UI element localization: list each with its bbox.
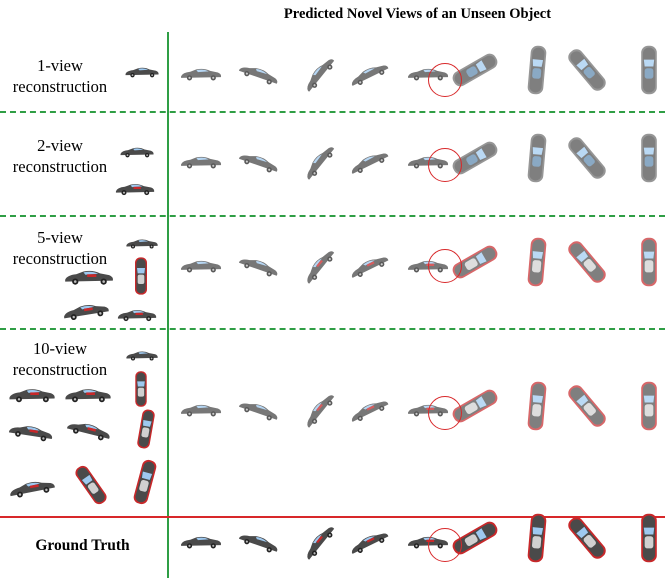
car-view-thumbnail <box>4 416 57 448</box>
car-view-thumbnail <box>447 239 503 284</box>
car-view-thumbnail <box>118 144 156 160</box>
car-view-thumbnail <box>295 517 343 568</box>
car-view-thumbnail <box>447 383 503 428</box>
car-view-thumbnail <box>124 236 160 251</box>
car-view-thumbnail <box>447 47 503 92</box>
row-divider <box>0 215 665 217</box>
highlight-circle <box>428 396 462 430</box>
car-view-thumbnail <box>60 266 118 288</box>
car-view-thumbnail <box>59 296 114 325</box>
car-view-thumbnail <box>638 380 660 432</box>
car-view-thumbnail <box>133 407 160 452</box>
car-view-thumbnail <box>638 44 660 96</box>
car-view-thumbnail <box>343 389 395 430</box>
car-view-thumbnail <box>233 55 284 93</box>
car-view-thumbnail <box>178 530 224 554</box>
car-view-thumbnail <box>638 236 660 288</box>
highlight-circle <box>428 63 462 97</box>
car-view-thumbnail <box>124 348 160 363</box>
row-label-10view: 10-view reconstruction <box>0 338 120 380</box>
row-label-text: 10-view reconstruction <box>12 339 108 379</box>
car-view-thumbnail <box>295 137 343 188</box>
car-view-thumbnail <box>562 43 612 97</box>
car-view-thumbnail <box>295 385 343 436</box>
row-label-text: 2-view reconstruction <box>12 136 108 176</box>
car-view-thumbnail <box>562 131 612 185</box>
highlight-circle <box>428 249 462 283</box>
ground-truth-label: Ground Truth <box>35 537 130 554</box>
car-view-thumbnail <box>447 515 503 560</box>
car-view-thumbnail <box>233 523 284 561</box>
car-view-thumbnail <box>115 306 159 324</box>
row-label-text: 5-view reconstruction <box>12 228 108 268</box>
car-view-thumbnail <box>128 456 162 508</box>
car-view-thumbnail <box>178 254 224 278</box>
car-view-thumbnail <box>178 150 224 174</box>
car-view-thumbnail <box>524 379 550 433</box>
car-view-thumbnail <box>233 391 284 429</box>
car-view-thumbnail <box>524 235 550 289</box>
car-view-thumbnail <box>562 511 612 565</box>
car-view-thumbnail <box>178 62 224 86</box>
car-view-thumbnail <box>132 256 150 296</box>
highlight-circle <box>428 148 462 182</box>
row-label-5view: 5-view reconstruction <box>0 227 120 269</box>
car-view-thumbnail <box>562 235 612 289</box>
car-view-thumbnail <box>4 472 59 505</box>
car-view-thumbnail <box>524 511 550 565</box>
car-view-thumbnail <box>343 141 395 182</box>
car-view-thumbnail <box>447 135 503 180</box>
car-view-thumbnail <box>178 398 224 422</box>
car-view-thumbnail <box>638 512 660 564</box>
car-view-thumbnail <box>343 53 395 94</box>
car-view-thumbnail <box>62 412 117 448</box>
row-divider <box>0 111 665 113</box>
car-view-thumbnail <box>123 64 161 80</box>
car-view-thumbnail <box>295 49 343 100</box>
car-view-thumbnail <box>562 379 612 433</box>
car-view-thumbnail <box>343 245 395 286</box>
vertical-divider <box>167 32 169 578</box>
figure-title: Predicted Novel Views of an Unseen Objec… <box>283 6 552 22</box>
car-view-thumbnail <box>233 247 284 285</box>
row-label-1view: 1-view reconstruction <box>0 55 120 97</box>
car-view-thumbnail <box>233 143 284 181</box>
car-view-thumbnail <box>524 43 550 97</box>
car-view-thumbnail <box>132 370 150 408</box>
row-divider <box>0 328 665 330</box>
highlight-circle <box>428 528 462 562</box>
car-view-thumbnail <box>295 241 343 292</box>
row-label-text: 1-view reconstruction <box>12 56 108 96</box>
car-view-thumbnail <box>6 384 58 406</box>
ground-truth-divider <box>0 516 665 518</box>
car-view-thumbnail <box>638 132 660 184</box>
row-label-2view: 2-view reconstruction <box>0 135 120 177</box>
car-view-thumbnail <box>62 384 114 406</box>
car-view-thumbnail <box>113 180 157 198</box>
car-view-thumbnail <box>69 460 113 510</box>
car-view-thumbnail <box>343 521 395 562</box>
car-view-thumbnail <box>524 131 550 185</box>
